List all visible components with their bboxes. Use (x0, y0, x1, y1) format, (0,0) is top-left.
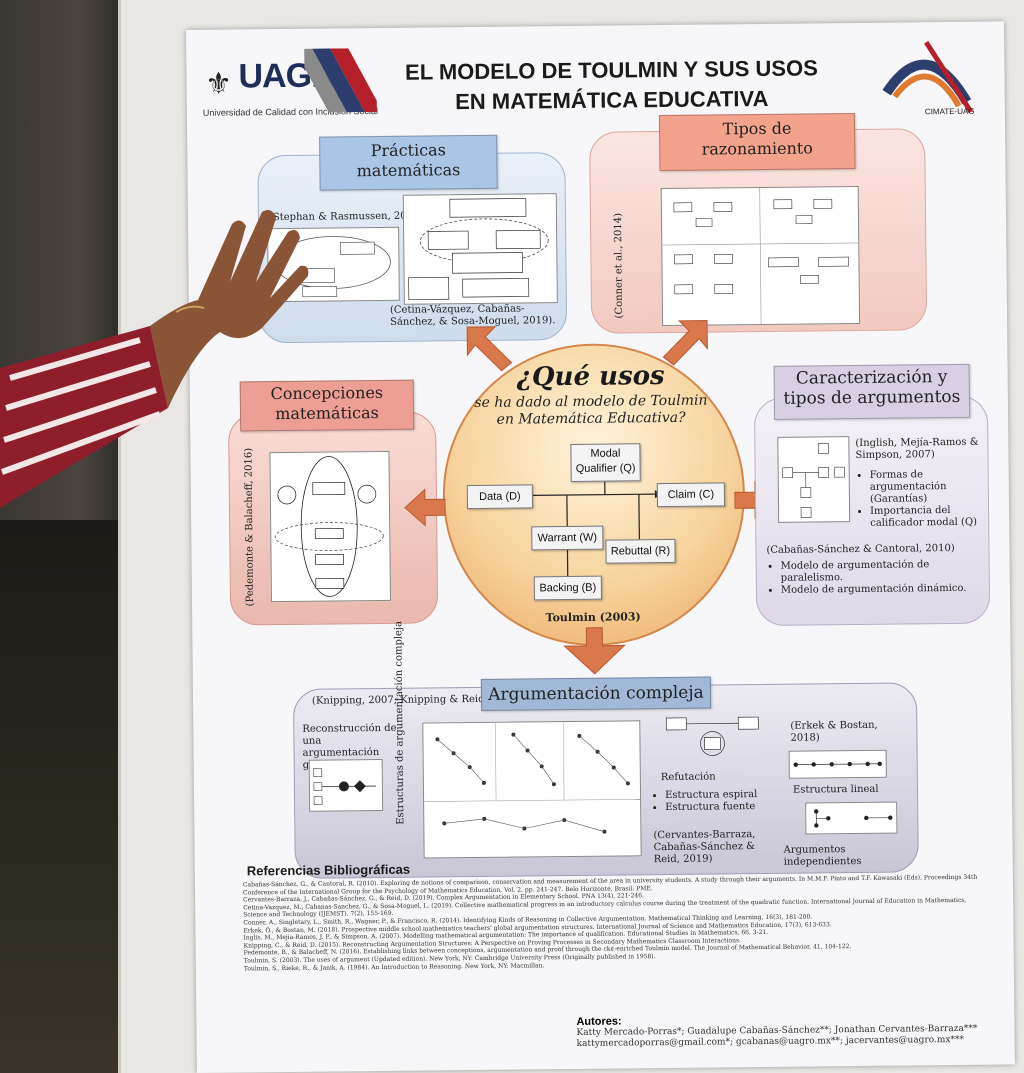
presenter-hand (0, 210, 309, 508)
autores-title: Autores: (576, 1015, 622, 1028)
inglis-cite: (Inglish, Mejía-Ramos & Simpson, 2007) (855, 436, 979, 462)
tipos-panel: (Conner et al., 2014) (589, 128, 928, 334)
caracterizacion-label-line-2: tipos de argumentos (783, 386, 961, 409)
references-title: Referencias Bibliográficas (246, 861, 411, 879)
autores-block: Katty Mercado-Porras*; Guadalupe Cabañas… (576, 1024, 996, 1050)
title-line-2: EN MATEMÁTICA EDUCATIVA (454, 85, 769, 115)
list-item: Estructura fuente (665, 801, 785, 814)
logo-stripes-icon (304, 48, 377, 113)
practicas-label: Prácticas matemáticas (319, 134, 498, 191)
tipos-label: Tipos de razonamiento (658, 112, 856, 172)
cabanas-cite: (Cabañas-Sánchez & Cantoral, 2010) (766, 542, 955, 556)
caracterizacion-label-line-1: Caracterización y (795, 367, 948, 389)
argumentos-independientes-label: Argumentos independientes (783, 844, 862, 868)
cetina-diagram (402, 193, 558, 305)
compleja-panel: (Knipping, 2007; Knipping & Reid, 2015) … (292, 621, 919, 879)
poster-title: EL MODELO DE TOULMIN Y SUS USOS EN MATEM… (396, 53, 827, 117)
pedemonte-diagram (269, 450, 391, 603)
arrow-left-icon (404, 488, 446, 527)
backing-box: Backing (B) (533, 575, 602, 601)
arrow-up-left-icon (466, 326, 513, 372)
caracterizacion-label: Caracterización y tipos de argumentos (773, 363, 971, 420)
refutacion-diagram (665, 716, 759, 756)
poster: ⚜ UAGro Universidad de Calidad con Inclu… (186, 21, 1015, 1073)
independent-arguments-diagram (805, 801, 898, 835)
estructura-lineal-label: Estructura lineal (792, 783, 879, 796)
concepciones-panel: (Pedemonte & Balacheff, 2016) (228, 411, 439, 626)
references-list: Cabañas-Sánchez, G., & Cantoral, R. (201… (243, 874, 984, 973)
tipos-label-line-2: razonamiento (701, 138, 813, 159)
refutacion-label: Refutación (660, 771, 716, 784)
linear-structure-diagram (788, 749, 887, 779)
tipos-cite: (Conner et al., 2014) (612, 212, 626, 319)
modal-line-1: Modal (590, 447, 621, 460)
claim-box: Claim (C) (656, 482, 726, 508)
list-item: Importancia del calificador modal (Q) (870, 505, 990, 530)
list-item: Formas de argumentación (Garantías) (870, 469, 990, 506)
data-box: Data (D) (466, 484, 534, 510)
compleja-label: Argumentación compleja (480, 676, 712, 711)
university-seal-icon: ⚜ (204, 66, 233, 102)
toulmin-cite: Toulmin (2003) (545, 610, 641, 625)
arrow-down-icon (563, 627, 626, 675)
warrant-box: Warrant (W) (531, 525, 604, 551)
list-item: Modelo de argumentación de paralelismo. (781, 559, 977, 585)
inglis-bullets: Formas de argumentación (Garantías) Impo… (856, 469, 991, 530)
practicas-label-line-1: Prácticas (370, 140, 446, 161)
cimate-logo: CIMATE-UAG (882, 40, 975, 117)
rebuttal-box: Rebuttal (R) (605, 538, 676, 564)
tipos-label-line-1: Tipos de (722, 118, 792, 139)
caracterizacion-panel: (Inglish, Mejía-Ramos & Simpson, 2007) F… (753, 395, 991, 627)
erkek-cite: (Erkek & Bostan, 2018) (790, 719, 878, 744)
inglis-diagram (777, 436, 851, 523)
refutacion-bullets: Estructura espiral Estructura fuente (651, 789, 785, 814)
modal-qualifier-box: Modal Qualifier (Q) (570, 443, 641, 482)
conner-diagrams (660, 185, 861, 327)
complex-structures-diagram (422, 720, 642, 859)
cimate-label: CIMATE-UAG (925, 107, 975, 117)
cervantes-cite: (Cervantes-Barraza, Cabañas-Sánchez & Re… (653, 829, 756, 866)
title-line-1: EL MODELO DE TOULMIN Y SUS USOS (404, 55, 818, 85)
modal-line-2: Qualifier (Q) (575, 462, 636, 475)
estructuras-vertical-label: Estructuras de argumentación compleja (393, 620, 407, 825)
practicas-label-line-2: matemáticas (356, 160, 461, 181)
cabanas-bullets: Modelo de argumentación de paralelismo. … (767, 559, 977, 597)
global-argument-diagram (308, 758, 384, 812)
list-item: Modelo de argumentación dinámico. (781, 583, 977, 597)
arrow-up-right-icon (662, 320, 708, 366)
